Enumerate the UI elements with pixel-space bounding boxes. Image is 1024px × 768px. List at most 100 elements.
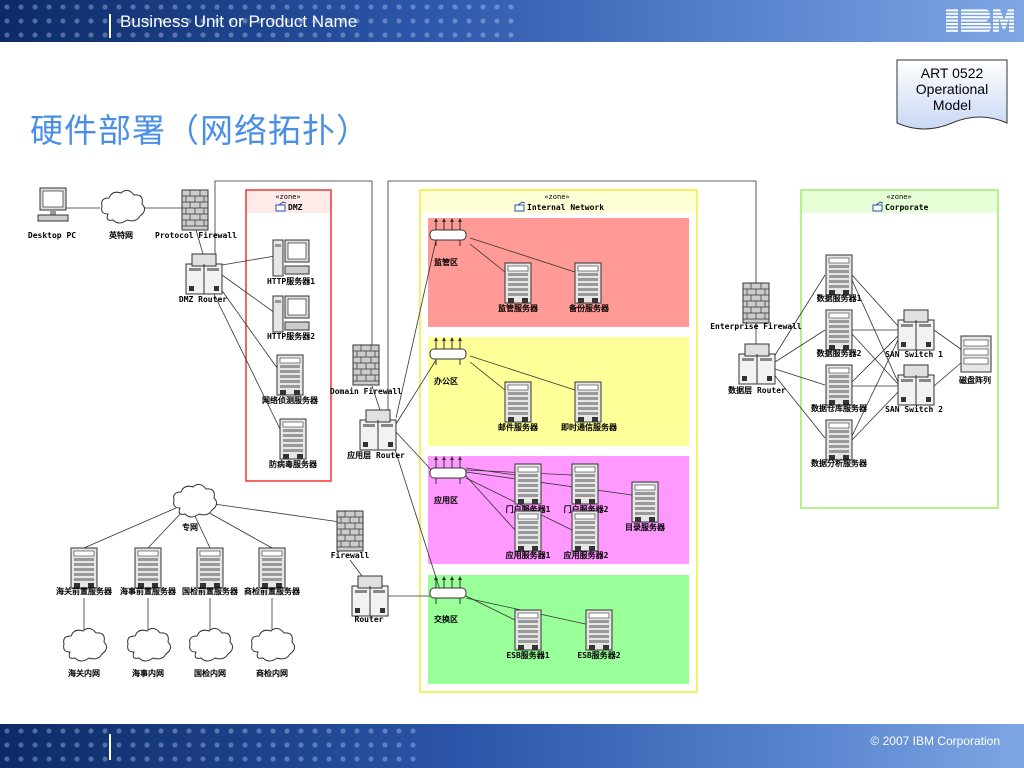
da-server-icon <box>825 419 853 461</box>
document-shape-outline <box>896 59 1008 130</box>
maritime-fe-label: 海事前置服务器 <box>120 586 177 596</box>
mail-server-icon <box>504 381 532 423</box>
dir-server-icon <box>631 481 659 523</box>
http2-icon <box>272 295 310 333</box>
header-bar: Business Unit or Product Name <box>0 0 1024 42</box>
business-unit-title: Business Unit or Product Name <box>120 12 358 31</box>
mail-server-label: 邮件服务器 <box>498 422 539 432</box>
portal2-server-icon <box>571 463 599 505</box>
app-router-icon <box>359 409 397 451</box>
san2-label: SAN Switch 2 <box>885 404 943 414</box>
app1-label: 应用服务器1 <box>506 550 551 560</box>
commerce-fe-server-icon <box>258 547 286 589</box>
exchange-zone-label: 交换区 <box>434 614 458 624</box>
domain-firewall-label: Domain Firewall <box>330 386 402 396</box>
app2-server-icon <box>571 510 599 552</box>
app1-server-icon <box>514 510 542 552</box>
inspection-net-label: 国检内网 <box>194 668 226 678</box>
db1-server-icon <box>825 254 853 296</box>
private-net-label: 专网 <box>182 522 198 532</box>
im-server-icon <box>574 381 602 423</box>
slide-title: 硬件部署（网络拓扑） <box>30 111 370 150</box>
http1-icon <box>272 239 310 277</box>
app-zone-label: 应用区 <box>434 495 458 505</box>
portal2-label: 门户服务器2 <box>564 504 609 514</box>
inspection-net-cloud-icon <box>189 627 234 662</box>
im-server-label: 即时通信服务器 <box>561 422 618 432</box>
document-shape: ART 0522 Operational Model <box>896 59 1008 133</box>
office-zone-label: 办公区 <box>434 376 458 386</box>
net-detect-label: 网络侦测服务器 <box>262 395 319 405</box>
internet-cloud-icon <box>101 189 146 224</box>
header-pattern <box>0 0 520 42</box>
firewall-icon <box>336 510 364 552</box>
dmz-stereotype: «zone» <box>275 193 300 201</box>
monitor-subzone <box>428 218 689 327</box>
customs-net-cloud-icon <box>63 627 108 662</box>
esb2-server-icon <box>585 609 613 651</box>
exchange-subzone <box>428 575 689 684</box>
commerce-fe-label: 商检前置服务器 <box>244 586 301 596</box>
monitor-server-label: 监管服务器 <box>498 303 539 313</box>
disk-array-label: 磁盘阵列 <box>959 375 991 385</box>
app-router-label: 应用层 Router <box>347 450 405 460</box>
footer-pattern <box>0 724 420 768</box>
footer-bar: © 2007 IBM Corporation <box>0 724 1024 768</box>
backup-server-label: 备份服务器 <box>568 303 610 313</box>
corporate-stereotype: «zone» <box>886 193 911 201</box>
portal1-server-icon <box>514 463 542 505</box>
antivirus-label: 防病毒服务器 <box>269 459 318 469</box>
office-subzone <box>428 337 689 446</box>
app2-label: 应用服务器2 <box>564 550 609 560</box>
domain-firewall-icon <box>352 344 380 386</box>
private-net-cloud-icon <box>173 483 218 518</box>
san1-label: SAN Switch 1 <box>885 349 943 359</box>
copyright: © 2007 IBM Corporation <box>870 734 1000 748</box>
esb1-label: ESB服务器1 <box>506 650 549 660</box>
dir-server-label: 目录服务器 <box>625 522 666 532</box>
maritime-net-cloud-icon <box>127 627 172 662</box>
monitor-zone-label: 监管区 <box>434 257 458 267</box>
disk-array-icon <box>960 335 992 373</box>
internet-label: 英特网 <box>108 230 133 240</box>
connections <box>66 180 963 630</box>
protocol-firewall-label: Protocol Firewall <box>155 230 237 240</box>
net-detect-server-icon <box>276 354 304 396</box>
dmz-zone-label: DMZ <box>288 203 303 212</box>
enterprise-firewall-icon <box>742 282 770 324</box>
db2-server-icon <box>825 309 853 351</box>
protocol-firewall-icon <box>181 189 209 231</box>
data-router-label: 数据层 Router <box>728 385 786 395</box>
maritime-fe-server-icon <box>134 547 162 589</box>
dmz-router-label: DMZ Router <box>179 295 227 304</box>
esb1-server-icon <box>514 609 542 651</box>
desktop-pc-icon <box>37 187 69 222</box>
maritime-net-label: 海事内网 <box>132 668 164 678</box>
data-router-icon <box>738 343 776 385</box>
customs-fe-label: 海关前置服务器 <box>56 586 113 596</box>
inspection-fe-server-icon <box>196 547 224 589</box>
doc-line-3: Model <box>932 97 972 113</box>
antivirus-server-icon <box>279 418 307 460</box>
db2-label: 数据服务器2 <box>817 348 862 358</box>
corporate-zone-label: Corporate <box>885 203 929 212</box>
internal-zone-label: Internal Network <box>527 203 604 212</box>
footer-separator <box>109 734 111 760</box>
ibm-logo <box>946 9 1014 33</box>
monitor-server-icon <box>504 262 532 304</box>
router-label: Router <box>355 615 384 624</box>
doc-line-1: ART 0522 <box>920 65 984 81</box>
enterprise-firewall-label: Enterprise Firewall <box>710 321 802 331</box>
http1-label: HTTP服务器1 <box>267 276 315 286</box>
customs-net-label: 海关内网 <box>68 668 100 678</box>
internal-stereotype: «zone» <box>544 193 569 201</box>
customs-fe-server-icon <box>70 547 98 589</box>
db1-label: 数据服务器1 <box>817 293 862 303</box>
portal1-label: 门户服务器1 <box>506 504 551 514</box>
router-icon <box>351 575 389 617</box>
header-separator <box>109 14 111 38</box>
dw-server-icon <box>825 364 853 406</box>
dmz-router-icon <box>185 253 223 295</box>
inspection-fe-label: 国检前置服务器 <box>182 586 239 596</box>
